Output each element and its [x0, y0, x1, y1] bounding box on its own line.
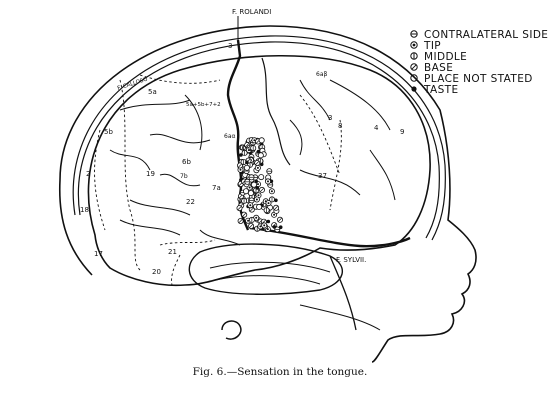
- legend-item-tip: TIP: [410, 40, 441, 52]
- point-marker: [258, 186, 265, 193]
- figure-caption: Fig. 6.—Sensation in the tongue.: [192, 366, 368, 378]
- svg-text:17: 17: [94, 250, 103, 258]
- point-marker: [263, 207, 270, 214]
- area-boundaries: [94, 74, 342, 286]
- cerebellum-fold-1: [209, 261, 331, 273]
- svg-text:6aα: 6aα: [224, 133, 235, 140]
- head-back-outline: [58, 179, 93, 276]
- point-marker: [265, 200, 272, 207]
- svg-text:21: 21: [168, 248, 177, 256]
- legend-item-contralateral: CONTRALATERAL SIDE: [410, 29, 548, 41]
- svg-text:22: 22: [186, 198, 195, 206]
- svg-text:5a: 5a: [148, 88, 157, 96]
- skull-inner: [77, 41, 440, 239]
- point-marker: [272, 225, 277, 229]
- point-marker: [241, 149, 248, 156]
- svg-text:6b: 6b: [182, 158, 191, 166]
- brain-outline: [87, 54, 431, 287]
- svg-text:19: 19: [146, 170, 155, 178]
- rolandi-label: F. ROLANDI: [232, 8, 271, 16]
- sylvian-fissure: [249, 226, 411, 248]
- point-marker: [256, 149, 261, 154]
- brainstem: [329, 255, 357, 331]
- svg-text:7a: 7a: [212, 184, 221, 192]
- legend-label-contralateral: CONTRALATERAL SIDE: [424, 29, 548, 41]
- stimulation-points: [236, 136, 283, 233]
- point-marker: [266, 219, 271, 224]
- point-marker: [248, 174, 255, 181]
- point-marker: [239, 153, 243, 157]
- svg-text:37: 37: [318, 172, 327, 180]
- neck-line: [299, 304, 381, 331]
- svg-text:2: 2: [86, 170, 90, 178]
- point-marker: [273, 204, 280, 211]
- point-marker: [245, 160, 249, 165]
- legend-item-middle: MIDDLE: [410, 51, 467, 63]
- ear: [221, 320, 242, 340]
- point-marker: [237, 217, 244, 224]
- legend-label-not-stated: PLACE NOT STATED: [424, 73, 533, 85]
- point-marker: [236, 162, 243, 169]
- point-marker: [254, 164, 261, 171]
- legend-label-taste: TASTE: [423, 84, 459, 96]
- svg-text:7b: 7b: [180, 173, 188, 180]
- cerebellum-fold-2: [214, 275, 321, 285]
- point-marker: [243, 164, 250, 171]
- svg-text:8: 8: [338, 122, 342, 130]
- point-marker: [250, 145, 257, 152]
- svg-text:4: 4: [374, 124, 379, 132]
- legend-label-tip: TIP: [423, 40, 441, 52]
- point-marker: [256, 203, 263, 210]
- cerebellum: [188, 243, 343, 295]
- area-labels: 3 5a 5b 5a+5b+7+2 6aα 6aβ 4 6b 7a 7b 22 …: [80, 42, 404, 276]
- point-marker: [255, 186, 260, 190]
- point-marker: [248, 216, 255, 223]
- point-marker: [258, 137, 265, 144]
- point-marker: [264, 178, 271, 185]
- point-marker: [241, 197, 248, 204]
- rolandic-fissure-posterior: [261, 57, 291, 166]
- point-marker: [248, 222, 255, 229]
- legend-item-not-stated: PLACE NOT STATED: [410, 73, 533, 85]
- point-marker: [258, 174, 265, 181]
- svg-text:3: 3: [328, 114, 332, 122]
- svg-text:9: 9: [400, 128, 404, 136]
- head-outline: [59, 25, 477, 363]
- point-marker: [250, 181, 257, 188]
- point-marker: [236, 205, 243, 212]
- svg-text:18: 18: [80, 206, 89, 214]
- legend: CONTRALATERAL SIDE TIP MIDDLE BASE PLACE…: [410, 29, 548, 96]
- point-marker: [253, 196, 260, 203]
- legend-label-base: BASE: [424, 62, 453, 74]
- point-marker: [274, 226, 281, 233]
- svg-text:5a+5b+7+2: 5a+5b+7+2: [186, 102, 221, 108]
- svg-text:6aβ: 6aβ: [316, 71, 327, 78]
- legend-label-middle: MIDDLE: [424, 51, 467, 63]
- point-marker: [244, 178, 251, 185]
- point-marker: [257, 152, 264, 159]
- point-marker: [242, 188, 249, 195]
- svg-text:20: 20: [152, 268, 161, 276]
- sulci: [109, 79, 396, 246]
- legend-item-base: BASE: [410, 62, 453, 74]
- point-marker: [247, 202, 254, 209]
- skull-outer: [72, 35, 446, 241]
- point-marker: [274, 198, 278, 203]
- svg-text:3: 3: [228, 42, 232, 50]
- point-marker: [261, 222, 268, 229]
- point-marker: [241, 211, 248, 218]
- point-marker: [268, 188, 275, 195]
- point-marker: [247, 190, 254, 197]
- legend-item-taste: TASTE: [411, 84, 458, 96]
- sylvii-label: F. SYLVII.: [336, 256, 366, 264]
- point-marker: [266, 168, 273, 175]
- point-marker: [276, 216, 283, 223]
- svg-text:5b: 5b: [104, 128, 113, 136]
- point-marker: [254, 159, 261, 166]
